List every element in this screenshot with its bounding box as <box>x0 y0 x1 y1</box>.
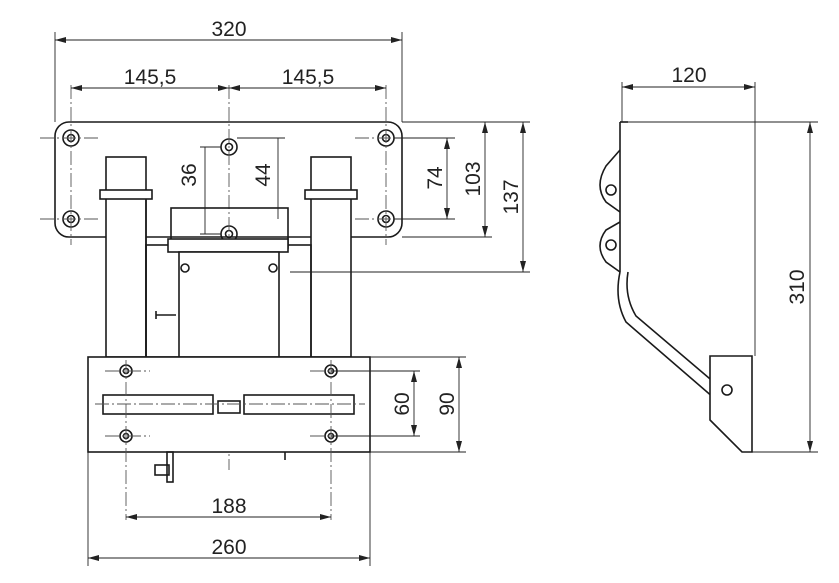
dim-188: 188 <box>211 495 246 518</box>
side-dimensions: 120 310 <box>621 64 818 453</box>
front-view: 320 145,5 145,5 36 44 74 <box>40 18 530 566</box>
dim-260: 260 <box>211 536 246 559</box>
dim-74: 74 <box>424 166 447 190</box>
dim-44: 44 <box>252 163 275 187</box>
inner-bracket <box>145 207 312 358</box>
side-bottom-bracket <box>709 355 753 453</box>
bottom-plate <box>87 356 371 520</box>
dim-90: 90 <box>436 392 459 415</box>
left-tube <box>99 156 153 358</box>
front-dimensions: 320 145,5 145,5 36 44 74 <box>54 18 530 566</box>
dim-36: 36 <box>178 163 201 186</box>
dim-310: 310 <box>786 269 809 304</box>
dim-120: 120 <box>671 64 706 87</box>
dim-145-5-left: 145,5 <box>124 66 177 89</box>
side-lower-lug <box>599 221 621 273</box>
side-view: 120 310 <box>599 64 818 453</box>
dim-320: 320 <box>211 18 246 41</box>
side-curved-arm <box>617 271 715 399</box>
dim-145-5-right: 145,5 <box>282 66 335 89</box>
right-tube <box>304 156 358 358</box>
dim-103: 103 <box>462 161 485 196</box>
side-upper-lug <box>599 149 621 213</box>
dim-137: 137 <box>500 179 523 214</box>
dim-60: 60 <box>391 392 414 415</box>
